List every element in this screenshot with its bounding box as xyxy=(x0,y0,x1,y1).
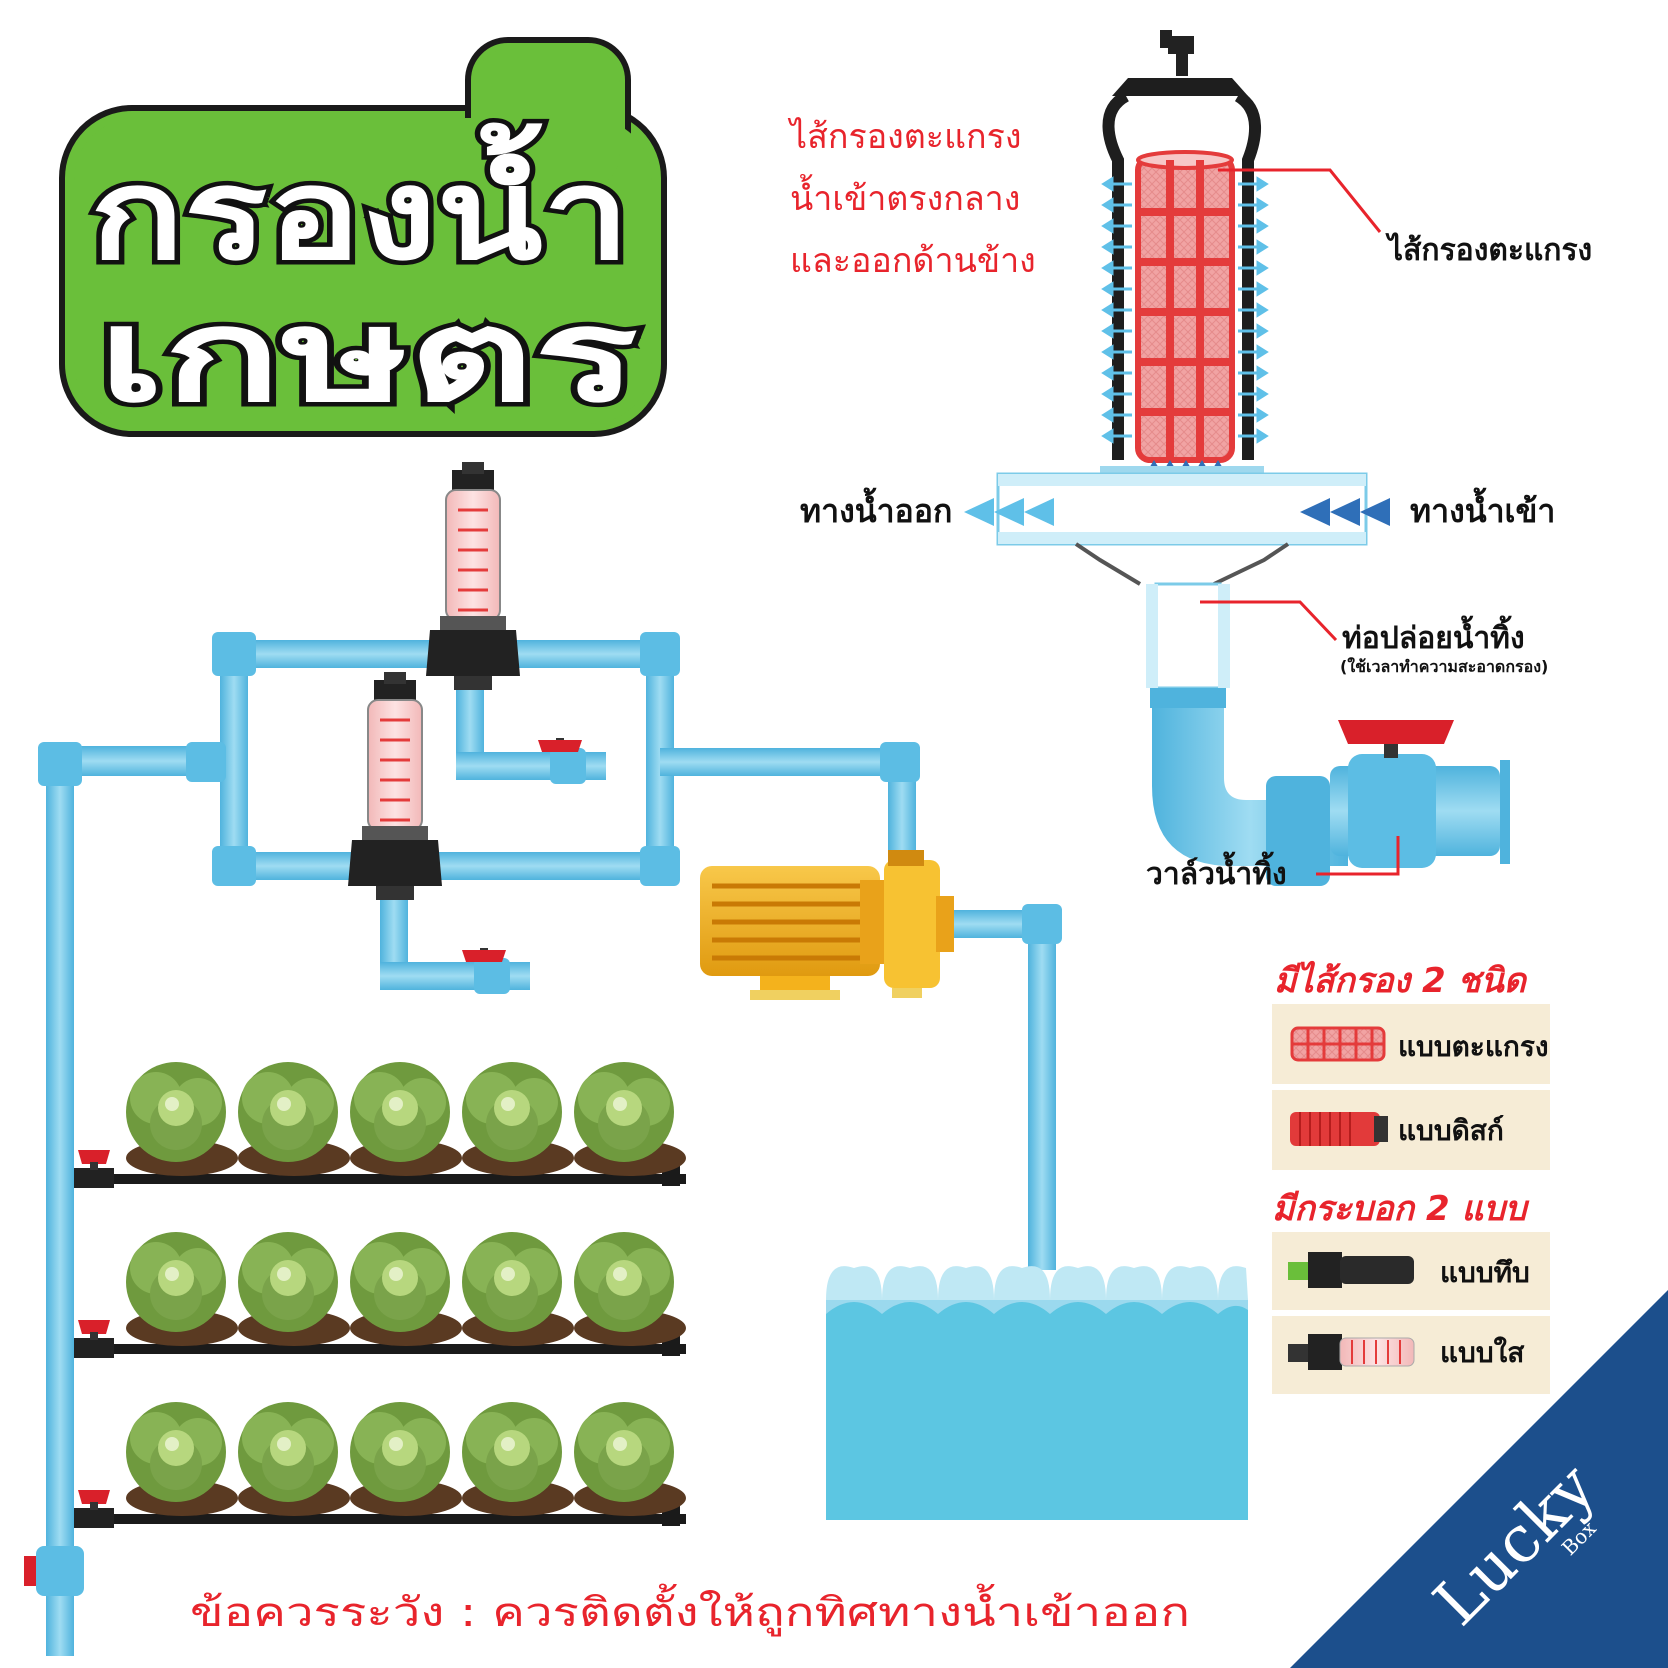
description-line-3: และออกด้านข้าง xyxy=(790,241,1036,281)
label-screen-element: ไส้กรองตะแกรง xyxy=(1385,232,1592,268)
housing-type-solid: แบบทึบ xyxy=(1440,1256,1530,1289)
lettuce-plant xyxy=(126,1232,238,1346)
lettuce-plant xyxy=(238,1402,350,1516)
label-drain-valve: วาล์วน้ำทิ้ง xyxy=(1146,851,1287,892)
drain-pipe-assembly xyxy=(1150,688,1510,886)
filter-top-handle xyxy=(1102,30,1262,460)
lettuce-row xyxy=(74,1232,686,1358)
lettuce-plant xyxy=(462,1062,574,1176)
lettuce-plant xyxy=(350,1232,462,1346)
solid-housing-icon xyxy=(1288,1252,1414,1288)
housing-type-clear: แบบใส xyxy=(1440,1336,1525,1369)
lettuce-plant xyxy=(126,1062,238,1176)
water-tank xyxy=(826,1266,1248,1520)
water-out-arrows xyxy=(964,498,1054,526)
lettuce-plant xyxy=(462,1402,574,1516)
label-water-out: ทางน้ำออก xyxy=(800,487,952,530)
title-line-1: กรองน้ำ xyxy=(90,122,630,288)
filter-unit-upper xyxy=(426,462,520,690)
leader-lines xyxy=(1200,168,1400,876)
lettuce-plant xyxy=(574,1402,686,1516)
title-line-2: เกษตร xyxy=(98,282,638,431)
description-line-2: น้ำเข้าตรงกลาง xyxy=(790,174,1020,219)
clear-housing-icon xyxy=(1288,1334,1415,1370)
lettuce-plant xyxy=(462,1232,574,1346)
housing-types-heading: มีกระบอก 2 แบบ xyxy=(1272,1189,1530,1229)
lettuce-plant xyxy=(350,1402,462,1516)
lettuce-plant xyxy=(238,1062,350,1176)
lettuce-plant xyxy=(574,1062,686,1176)
lettuce-rows xyxy=(74,1062,686,1528)
lettuce-row xyxy=(74,1062,686,1188)
water-in-arrows xyxy=(1300,498,1390,526)
filter-types-heading: มีไส้กรอง 2 ชนิด xyxy=(1274,960,1528,1001)
title-badge: กรองน้ำ เกษตร xyxy=(59,37,667,437)
label-drain-pipe: ท่อปล่อยน้ำทิ้ง xyxy=(1342,615,1525,656)
lettuce-plant xyxy=(574,1232,686,1346)
lettuce-plant xyxy=(238,1232,350,1346)
screen-element-cylinder xyxy=(1135,150,1235,463)
filter-cross-section: ไส้กรองตะแกรง ทางน้ำออก ทางน้ำเข้า ท่อปล… xyxy=(800,30,1592,892)
lettuce-row xyxy=(74,1402,686,1528)
lettuce-plant xyxy=(126,1402,238,1516)
label-drain-pipe-note: (ใช้เวลาทำความสะอาดกรอง) xyxy=(1340,657,1548,676)
label-water-in: ทางน้ำเข้า xyxy=(1410,487,1555,530)
screen-filter-icon xyxy=(1290,1026,1386,1062)
disc-filter-icon xyxy=(1290,1112,1388,1146)
filter-type-disc: แบบดิสก์ xyxy=(1398,1114,1504,1147)
water-pump xyxy=(700,850,954,1000)
outflow-side-arrows xyxy=(1101,176,1269,444)
warning-text: ข้อควรระวัง : ควรติดตั้งให้ถูกทิศทางน้ำเ… xyxy=(190,1583,1190,1636)
brand-corner: Lucky Box xyxy=(1290,1290,1668,1668)
filter-type-screen: แบบตะแกรง xyxy=(1398,1030,1549,1063)
lettuce-plant xyxy=(350,1062,462,1176)
filter-unit-lower xyxy=(348,672,442,900)
housing-types-panel: มีกระบอก 2 แบบ แบบทึบ แบบใส xyxy=(1272,1189,1550,1394)
description-line-1: ไส้กรองตะแกรง xyxy=(787,117,1021,157)
description: ไส้กรองตะแกรง น้ำเข้าตรงกลาง และออกด้านข… xyxy=(787,117,1036,281)
filter-types-panel: มีไส้กรอง 2 ชนิด แบบตะแกรง xyxy=(1272,960,1550,1170)
